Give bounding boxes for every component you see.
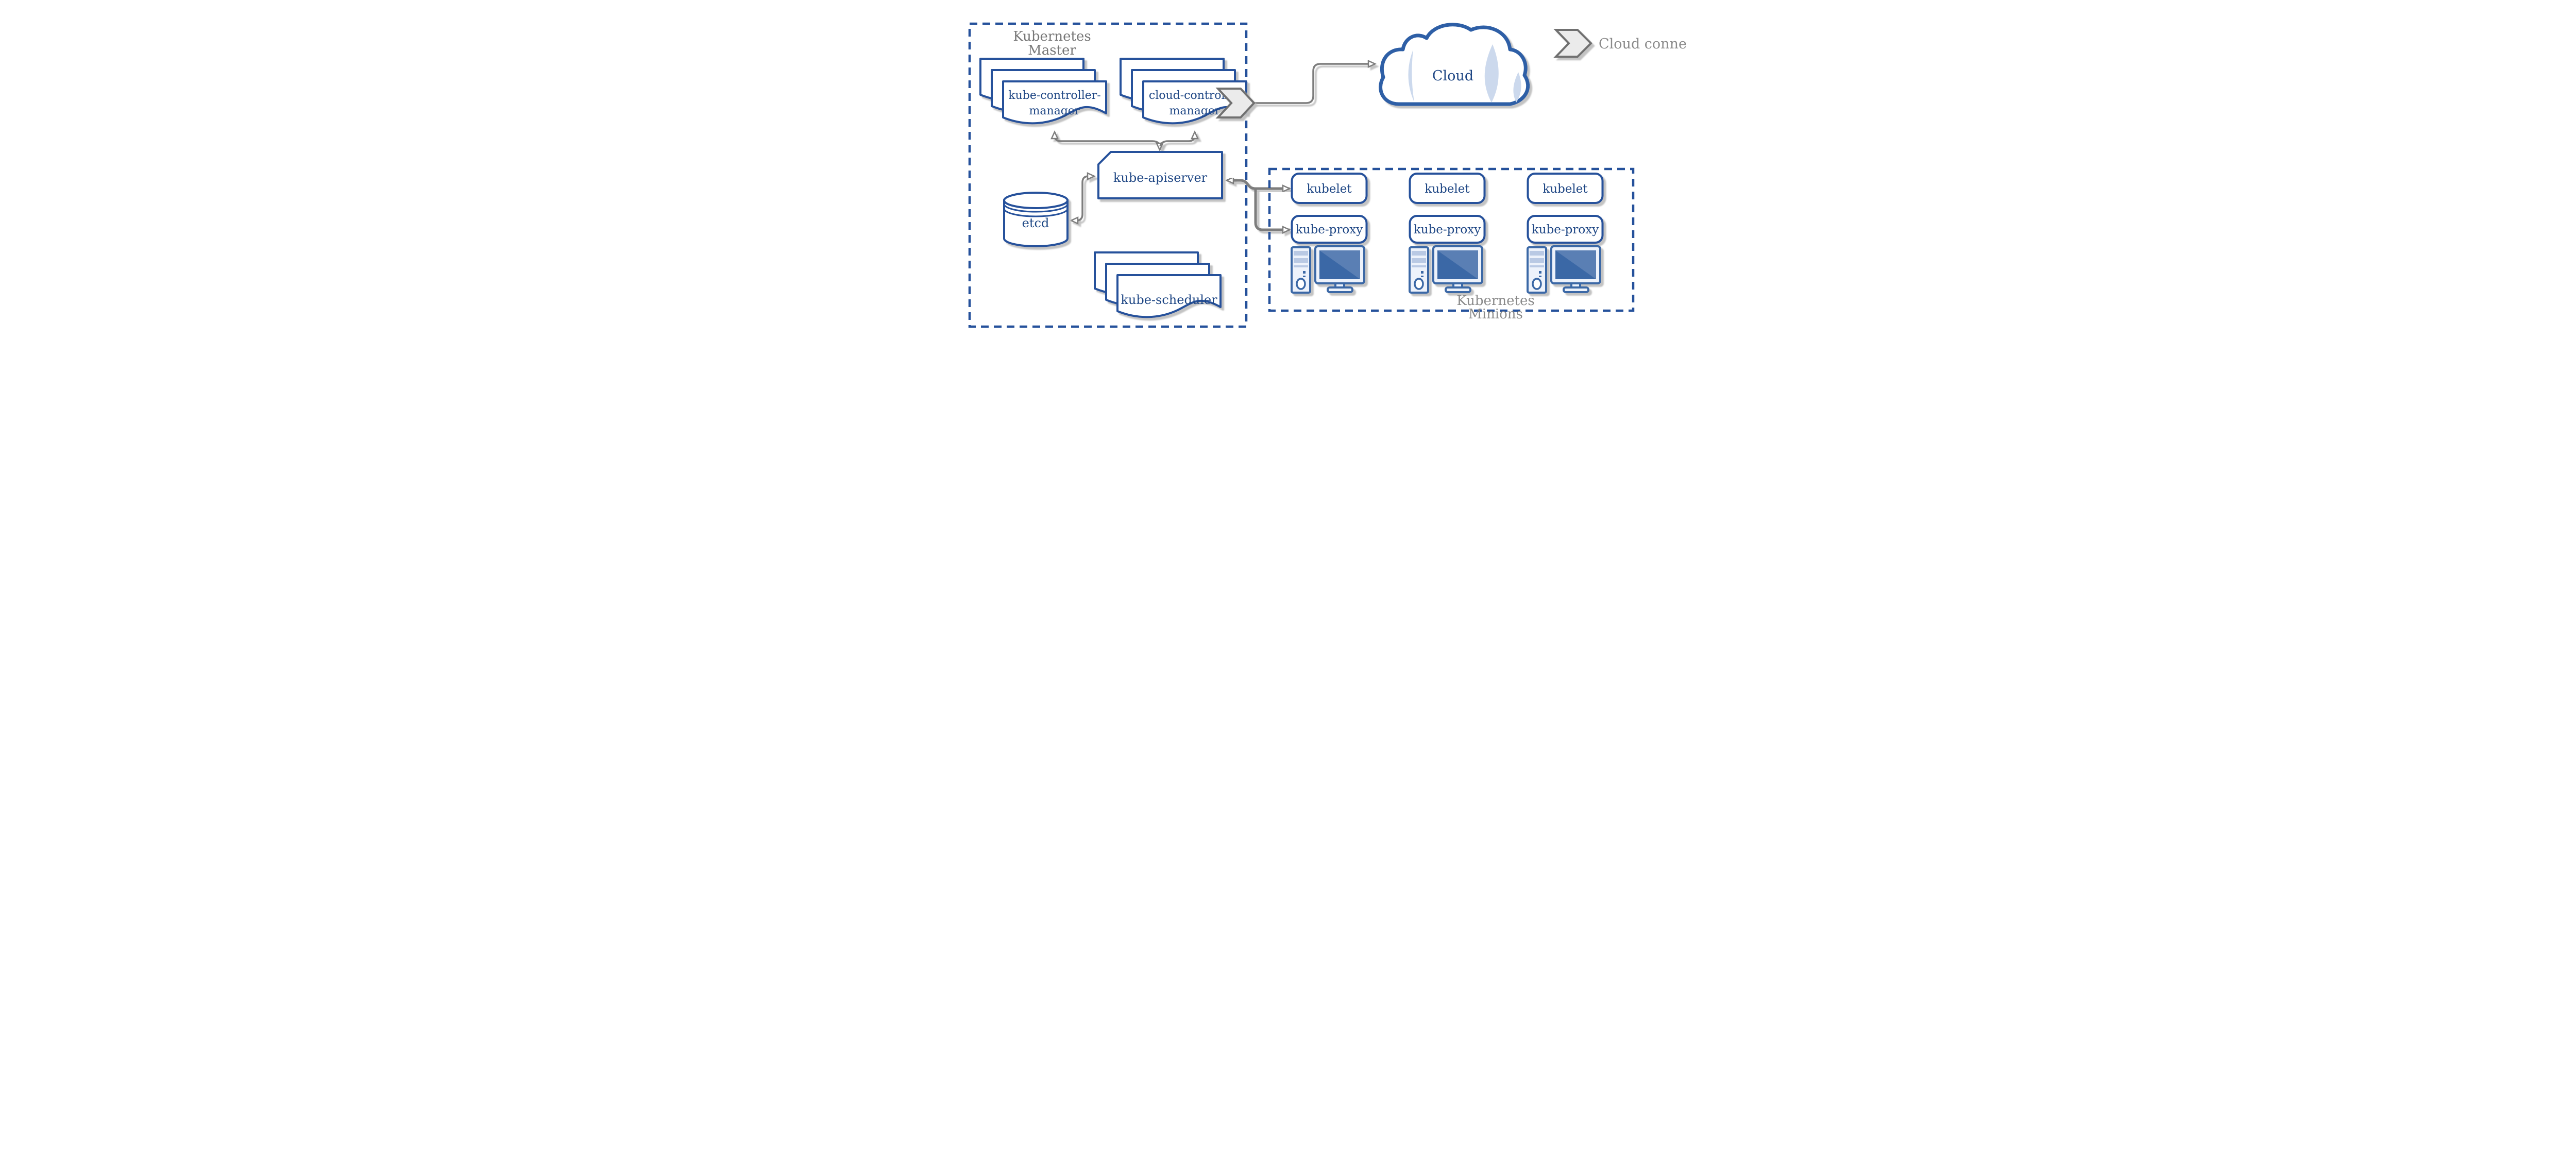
etcd-node: etcd (1003, 192, 1069, 247)
etcd-ring-1 (1003, 204, 1068, 213)
cloud-connector-legend-icon (1553, 29, 1592, 58)
kube-scheduler-label: kube-scheduler (1121, 293, 1217, 307)
cloud-controller-manager-label-line2: manager (1169, 105, 1220, 117)
kube-apiserver-node: kube-apiserver (1097, 151, 1223, 199)
kubelet-label: kubelet (1543, 182, 1588, 196)
legend: Cloud connector (1553, 29, 1687, 58)
kube-controller-manager-label-line1: kube-controller- (1008, 89, 1100, 102)
cloud-node: Cloud (1378, 23, 1530, 106)
etcd-cylinder-body (1003, 199, 1069, 247)
minions-border (1268, 167, 1634, 312)
cloud-connector-icon (1215, 88, 1256, 118)
kube-proxy-box (1291, 215, 1367, 244)
master-label-line2: Master (1028, 43, 1076, 58)
minions-label-line1: Kubernetes (1456, 293, 1534, 309)
kube-scheduler-stack: kube-scheduler (1093, 251, 1222, 318)
etcd-cylinder-top (1003, 192, 1069, 209)
kube-proxy-box (1527, 215, 1603, 244)
computer-icon (1526, 245, 1601, 294)
arrow-apiserver-to-cloud-controller-manager (1159, 130, 1199, 147)
cloud-controller-manager-stack: cloud-controller manager (1119, 58, 1256, 125)
computer-icon (1408, 245, 1483, 294)
master-box: Kubernetes Master (968, 22, 1247, 328)
kube-apiserver-label: kube-apiserver (1113, 171, 1207, 185)
cloud-shape (1378, 23, 1530, 106)
minion-column-1: kubelet kube-proxy (1290, 173, 1367, 294)
master-label-line1: Kubernetes (1013, 29, 1091, 44)
cloud-accent-3 (1513, 72, 1521, 103)
kubelet-box (1527, 173, 1603, 204)
kube-proxy-label: kube-proxy (1531, 223, 1598, 236)
arrow-etcd-to-apiserver (1069, 172, 1096, 225)
etcd-label: etcd (1022, 216, 1049, 230)
minion-column-3: kubelet kube-proxy (1526, 173, 1603, 294)
arrow-cloud-connector-to-cloud (1253, 60, 1377, 104)
computer-icon (1290, 245, 1365, 294)
kube-apiserver-shape (1097, 151, 1223, 199)
document-sheet-front (1002, 80, 1107, 125)
connectors (1050, 60, 1377, 249)
kube-controller-manager-stack: kube-controller- manager (979, 58, 1107, 125)
arrow-apiserver-to-kubelet (1225, 176, 1291, 193)
master-border (968, 22, 1247, 328)
kubelet-box (1291, 173, 1367, 204)
kubelet-box (1409, 173, 1485, 204)
cloud-accent-1 (1408, 49, 1414, 102)
arrow-apiserver-to-kube-proxy (1254, 189, 1291, 234)
diagram-svg: Kubernetes Master kube-controller- manag… (968, 22, 1687, 328)
minions-box (1268, 167, 1634, 312)
kube-controller-manager-label-line2: manager (1029, 105, 1080, 117)
kube-proxy-box (1409, 215, 1485, 244)
kubernetes-architecture-diagram: Kubernetes Master kube-controller- manag… (889, 0, 1687, 345)
cloud-label: Cloud (1432, 68, 1473, 84)
arrow-apiserver-to-kube-controller-manager (1050, 130, 1164, 151)
etcd-ring-2 (1003, 208, 1068, 217)
kube-proxy-label: kube-proxy (1295, 223, 1362, 236)
legend-label: Cloud connector (1599, 36, 1687, 52)
cloud-accent-2 (1484, 44, 1499, 103)
minion-column-2: kubelet kube-proxy (1408, 173, 1485, 294)
minions-label-line2: Minions (1468, 307, 1523, 322)
kube-proxy-label: kube-proxy (1413, 223, 1480, 236)
kubelet-label: kubelet (1307, 182, 1352, 196)
document-sheet-front (1116, 274, 1222, 318)
kubelet-label: kubelet (1425, 182, 1470, 196)
